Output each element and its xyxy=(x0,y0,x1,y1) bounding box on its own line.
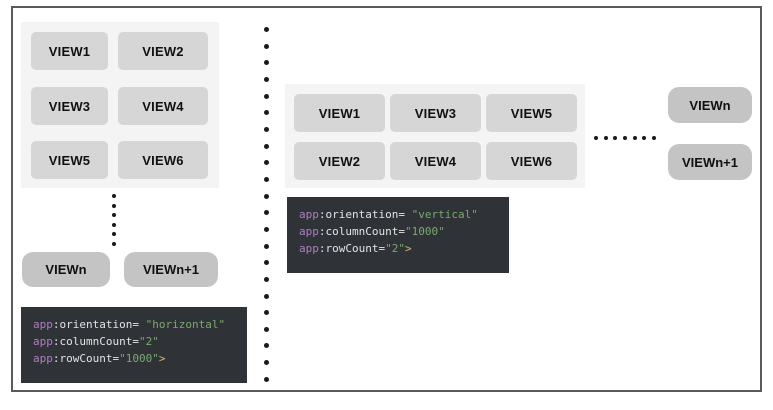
code-token-value: "2" xyxy=(138,335,159,348)
chip-view2-left[interactable]: VIEW2 xyxy=(118,32,208,70)
code-token-value: "1000" xyxy=(404,225,445,238)
divider-dot xyxy=(264,176,269,182)
left-code-block: app:orientation= "horizontal" app:column… xyxy=(21,307,247,383)
chip-view3-right[interactable]: VIEW3 xyxy=(390,94,481,132)
divider-dot xyxy=(264,260,269,266)
chip-view2-right[interactable]: VIEW2 xyxy=(294,142,385,180)
code-token-punct: > xyxy=(404,242,412,255)
divider-dot xyxy=(264,27,269,32)
divider-dot xyxy=(264,310,269,316)
chip-view4-left[interactable]: VIEW4 xyxy=(118,87,208,125)
chip-view6-left[interactable]: VIEW6 xyxy=(118,141,208,179)
code-line-columncount: app:columnCount="2" xyxy=(33,333,235,350)
code-token-namespace: app xyxy=(33,318,53,331)
divider-dot xyxy=(264,243,269,249)
code-token-attribute: :rowCount= xyxy=(52,352,120,365)
divider-dot xyxy=(264,293,269,299)
code-token-namespace: app xyxy=(299,225,319,238)
ellipsis-dot xyxy=(112,232,116,237)
code-token-namespace: app xyxy=(299,242,319,255)
divider-dot xyxy=(264,126,269,132)
chip-view5-left[interactable]: VIEW5 xyxy=(31,141,108,179)
divider-dot xyxy=(264,193,269,199)
divider-dot xyxy=(264,76,269,82)
ellipsis-dot xyxy=(594,136,598,140)
code-token-attribute: :orientation= xyxy=(52,318,146,331)
ellipsis-dot xyxy=(613,136,618,140)
code-token-value: "2" xyxy=(385,242,405,255)
code-token-attribute: :columnCount= xyxy=(318,225,405,238)
divider-dot xyxy=(264,110,269,116)
ellipsis-dot xyxy=(642,136,647,140)
pill-viewn-right[interactable]: VIEWn xyxy=(668,87,752,123)
divider-dot xyxy=(264,60,269,66)
pill-viewn-plus-one-left[interactable]: VIEWn+1 xyxy=(124,252,218,287)
ellipsis-dot xyxy=(112,203,116,208)
divider-dot xyxy=(264,93,269,99)
divider-dot xyxy=(264,376,269,382)
ellipsis-dot xyxy=(603,136,608,140)
code-token-namespace: app xyxy=(33,335,53,348)
chip-view5-right[interactable]: VIEW5 xyxy=(486,94,577,132)
ellipsis-dot xyxy=(651,136,656,140)
pill-viewn-left[interactable]: VIEWn xyxy=(22,252,110,287)
divider-dot xyxy=(264,143,269,149)
code-token-namespace: app xyxy=(299,208,319,221)
chip-view1-left[interactable]: VIEW1 xyxy=(31,32,108,70)
ellipsis-dot xyxy=(112,241,116,246)
code-token-attribute: :columnCount= xyxy=(52,335,139,348)
divider-dot xyxy=(264,43,269,49)
code-token-namespace: app xyxy=(33,352,53,365)
chip-view4-right[interactable]: VIEW4 xyxy=(390,142,481,180)
code-token-punct: > xyxy=(158,352,166,365)
code-token-attribute: :orientation= xyxy=(318,208,412,221)
code-line-columncount: app:columnCount="1000" xyxy=(299,223,497,240)
right-ellipsis-dots xyxy=(594,135,656,141)
divider-dot xyxy=(264,160,269,166)
ellipsis-dot xyxy=(112,194,116,198)
ellipsis-dot xyxy=(622,136,627,140)
chip-view1-right[interactable]: VIEW1 xyxy=(294,94,385,132)
divider-dot xyxy=(264,343,269,349)
code-line-orientation: app:orientation= "horizontal" xyxy=(33,316,235,333)
code-line-rowcount: app:rowCount="1000"> xyxy=(33,350,235,367)
left-ellipsis-dots xyxy=(111,194,117,246)
code-token-value: "vertical" xyxy=(411,208,478,221)
divider-dot xyxy=(264,326,269,332)
ellipsis-dot xyxy=(112,222,116,227)
divider-dot xyxy=(264,360,269,366)
divider-dot xyxy=(264,226,269,232)
right-code-block: app:orientation= "vertical" app:columnCo… xyxy=(287,197,509,273)
code-token-attribute: :rowCount= xyxy=(318,242,386,255)
code-line-rowcount: app:rowCount="2"> xyxy=(299,240,497,257)
code-token-value: "horizontal" xyxy=(145,318,226,331)
divider-dot xyxy=(264,276,269,282)
chip-view3-left[interactable]: VIEW3 xyxy=(31,87,108,125)
ellipsis-dot xyxy=(632,136,637,140)
code-token-value: "1000" xyxy=(119,352,159,365)
ellipsis-dot xyxy=(112,213,116,218)
pill-viewn-plus-one-right[interactable]: VIEWn+1 xyxy=(668,144,752,180)
chip-view6-right[interactable]: VIEW6 xyxy=(486,142,577,180)
code-line-orientation: app:orientation= "vertical" xyxy=(299,206,497,223)
vertical-dotted-divider xyxy=(263,27,270,382)
divider-dot xyxy=(264,210,269,216)
